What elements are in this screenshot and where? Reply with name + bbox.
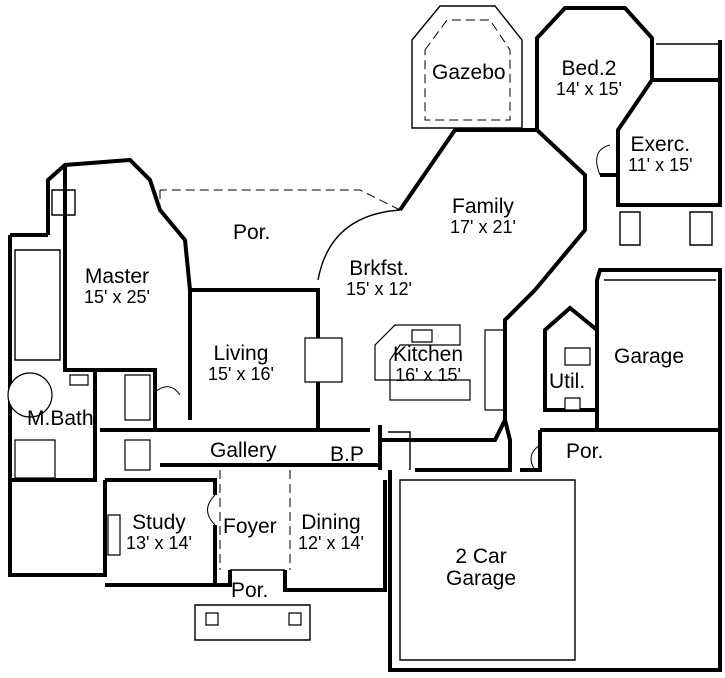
brkfst-dims: 15' x 12' [346,279,412,300]
exerc-dims: 11' x 15' [628,155,693,176]
porch-front-outline [194,604,311,641]
util-name: Util. [549,370,586,393]
garage2-walls [388,430,722,672]
gallery-name: Gallery [210,439,277,462]
garage-walls [595,268,722,432]
bp-name: B.P [330,443,364,466]
garage-label: Garage [614,345,685,368]
living-name: Living [213,342,269,365]
foyer-name: Foyer [223,515,277,538]
study-name: Study [132,511,186,534]
living-walls [190,288,370,432]
gallery-walls [160,463,380,570]
bed2-dims: 14' x 15' [556,79,622,100]
gazebo-label: Gazebo [432,61,506,84]
gazebo-outline [411,5,523,129]
bp-label: B.P [330,443,364,466]
dining-name: Dining [301,511,361,534]
porch-side-outline [520,428,597,472]
living-dims: 15' x 16' [208,364,274,385]
study-walls [103,478,217,587]
brkfst-name: Brkfst. [349,257,409,280]
gazebo-name: Gazebo [432,61,506,84]
study-dims: 13' x 14' [126,533,192,554]
mbath-label: M.Bath [27,407,94,430]
gallery-label: Gallery [210,439,277,462]
garage2-subname: Garage [446,567,517,591]
family-name: Family [452,195,514,218]
porch-side-label: Por. [566,440,604,463]
util-label: Util. [549,370,586,393]
util-walls [543,211,713,412]
garage-name: Garage [614,345,685,368]
foyer-dining-walls [215,480,387,592]
master-walls [46,157,192,420]
dining-dims: 12' x 14' [298,533,364,554]
family-walls [160,128,618,292]
porch-side-name: Por. [566,440,604,463]
porch-front-label: Por. [231,579,269,602]
kitchen-walls [378,288,537,472]
bed2-name: Bed.2 [561,57,617,80]
kitchen-dims: 16' x 15' [395,365,461,386]
porch-back-name: Por. [233,221,271,244]
kitchen-name: Kitchen [393,343,464,366]
family-dims: 17' x 21' [450,217,516,238]
garage2-name: 2 Car [455,545,507,568]
porch-back-label: Por. [233,221,271,244]
door-swings [154,144,611,526]
exerc-walls [616,78,722,207]
foyer-label: Foyer [223,515,277,538]
exerc-label: Exerc.11' x 15' [628,133,693,176]
porch-front-name: Por. [231,579,269,602]
brkfst-label: Brkfst.15' x 12' [346,257,412,300]
master-dims: 15' x 25' [84,287,150,308]
kitchen-counter [374,324,506,411]
mbath-name: M.Bath [27,407,94,430]
exerc-name: Exerc. [630,133,691,156]
master-name: Master [84,265,150,288]
